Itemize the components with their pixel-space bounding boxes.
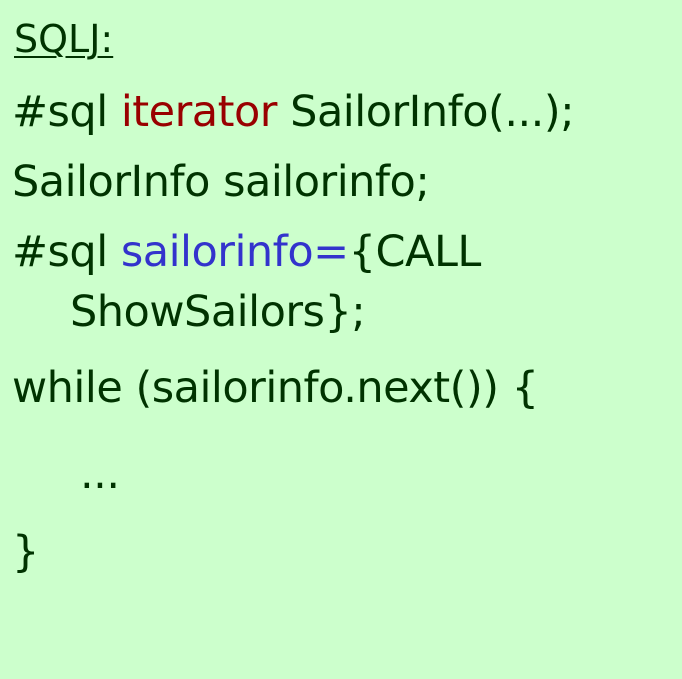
- slide-title: SQLJ:: [14, 17, 114, 61]
- code-line-ellipsis: ...: [80, 449, 120, 499]
- iterator-keyword: iterator: [120, 87, 278, 137]
- code-text: SailorInfo(...);: [276, 87, 575, 137]
- code-line-while: while (sailorinfo.next()) {: [12, 363, 539, 413]
- code-line-iterator: #sql iterator SailorInfo(...);: [12, 86, 575, 138]
- code-text: #sql: [12, 227, 121, 277]
- code-line-procedure: ShowSailors};: [70, 287, 366, 337]
- host-variable: sailorinfo=: [120, 227, 349, 277]
- code-line-declaration: SailorInfo sailorinfo;: [12, 157, 430, 207]
- code-text: {CALL: [348, 227, 482, 277]
- code-text: #sql: [12, 87, 121, 137]
- code-line-close-brace: }: [12, 527, 39, 577]
- code-line-call: #sql sailorinfo={CALL: [12, 226, 481, 278]
